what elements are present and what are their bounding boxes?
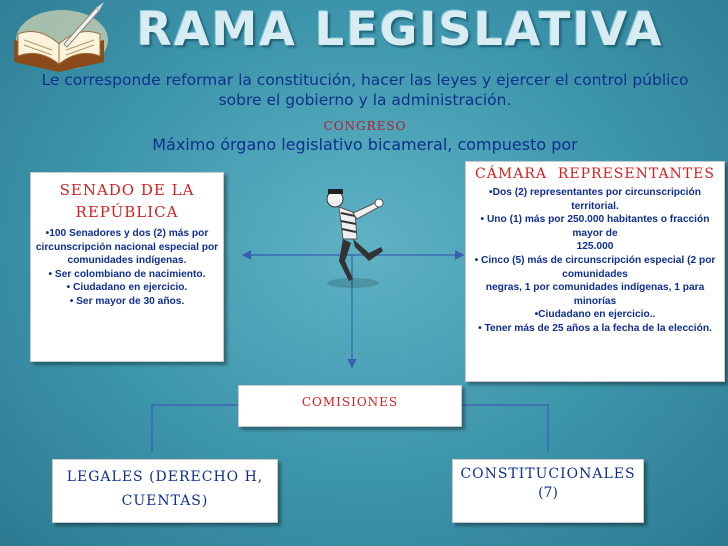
constitucionales-box: CONSTITUCIONALES (7) (452, 459, 644, 523)
list-item: • Ser colombiano de nacimiento. (48, 268, 206, 280)
max-organo-text: Máximo órgano legislativo bicameral, com… (152, 135, 578, 154)
list-item: •100 Senadores y dos (2) más por circuns… (35, 228, 219, 267)
mime-figure-icon (326, 189, 384, 288)
list-item: • Ser mayor de 30 años. (69, 295, 185, 307)
legales-label: LEGALES (DERECHO H, CUENTAS) (66, 469, 264, 509)
camara-title: CÁMARA REPRESENTANTES (475, 166, 715, 182)
list-item: • Cinco (5) más de circunscripción espec… (474, 254, 716, 280)
comisiones-label: COMISIONES (301, 395, 399, 409)
constitucionales-count: (7) (538, 485, 558, 501)
list-item: •Ciudadano en ejercicio.. (534, 309, 656, 321)
list-item: •Dos (2) representantes por circunscripc… (489, 187, 701, 212)
senado-rules: •100 Senadores y dos (2) más por circuns… (31, 227, 223, 309)
bracket-left (151, 404, 238, 452)
list-item: • Ciudadano en ejercicio. (66, 282, 188, 294)
constitucionales-label: CONSTITUCIONALES (460, 466, 636, 482)
open-book-icon (14, 2, 108, 72)
list-item: • Uno (1) más por 250.000 habitantes o f… (480, 214, 710, 239)
bracket-right (460, 404, 549, 452)
senado-title: SENADO DE LA REPÚBLICA (59, 181, 195, 221)
comisiones-box: COMISIONES (238, 385, 462, 427)
legales-box: LEGALES (DERECHO H, CUENTAS) (52, 459, 278, 523)
congreso-label: CONGRESO (323, 119, 407, 133)
list-item: 125.000 (576, 241, 614, 253)
camara-box: CÁMARA REPRESENTANTES •Dos (2) represent… (465, 161, 725, 382)
list-item: negras, 1 por comunidades indígenas, 1 p… (485, 282, 705, 307)
camara-rules: •Dos (2) representantes por circunscripc… (466, 186, 724, 336)
subtitle: Le corresponde reformar la constitución,… (41, 71, 689, 109)
list-item: • Tener más de 25 años a la fecha de la … (478, 322, 712, 334)
senado-box: SENADO DE LA REPÚBLICA •100 Senadores y … (30, 172, 224, 362)
page-title: RAMA LEGISLATIVA (136, 2, 664, 56)
